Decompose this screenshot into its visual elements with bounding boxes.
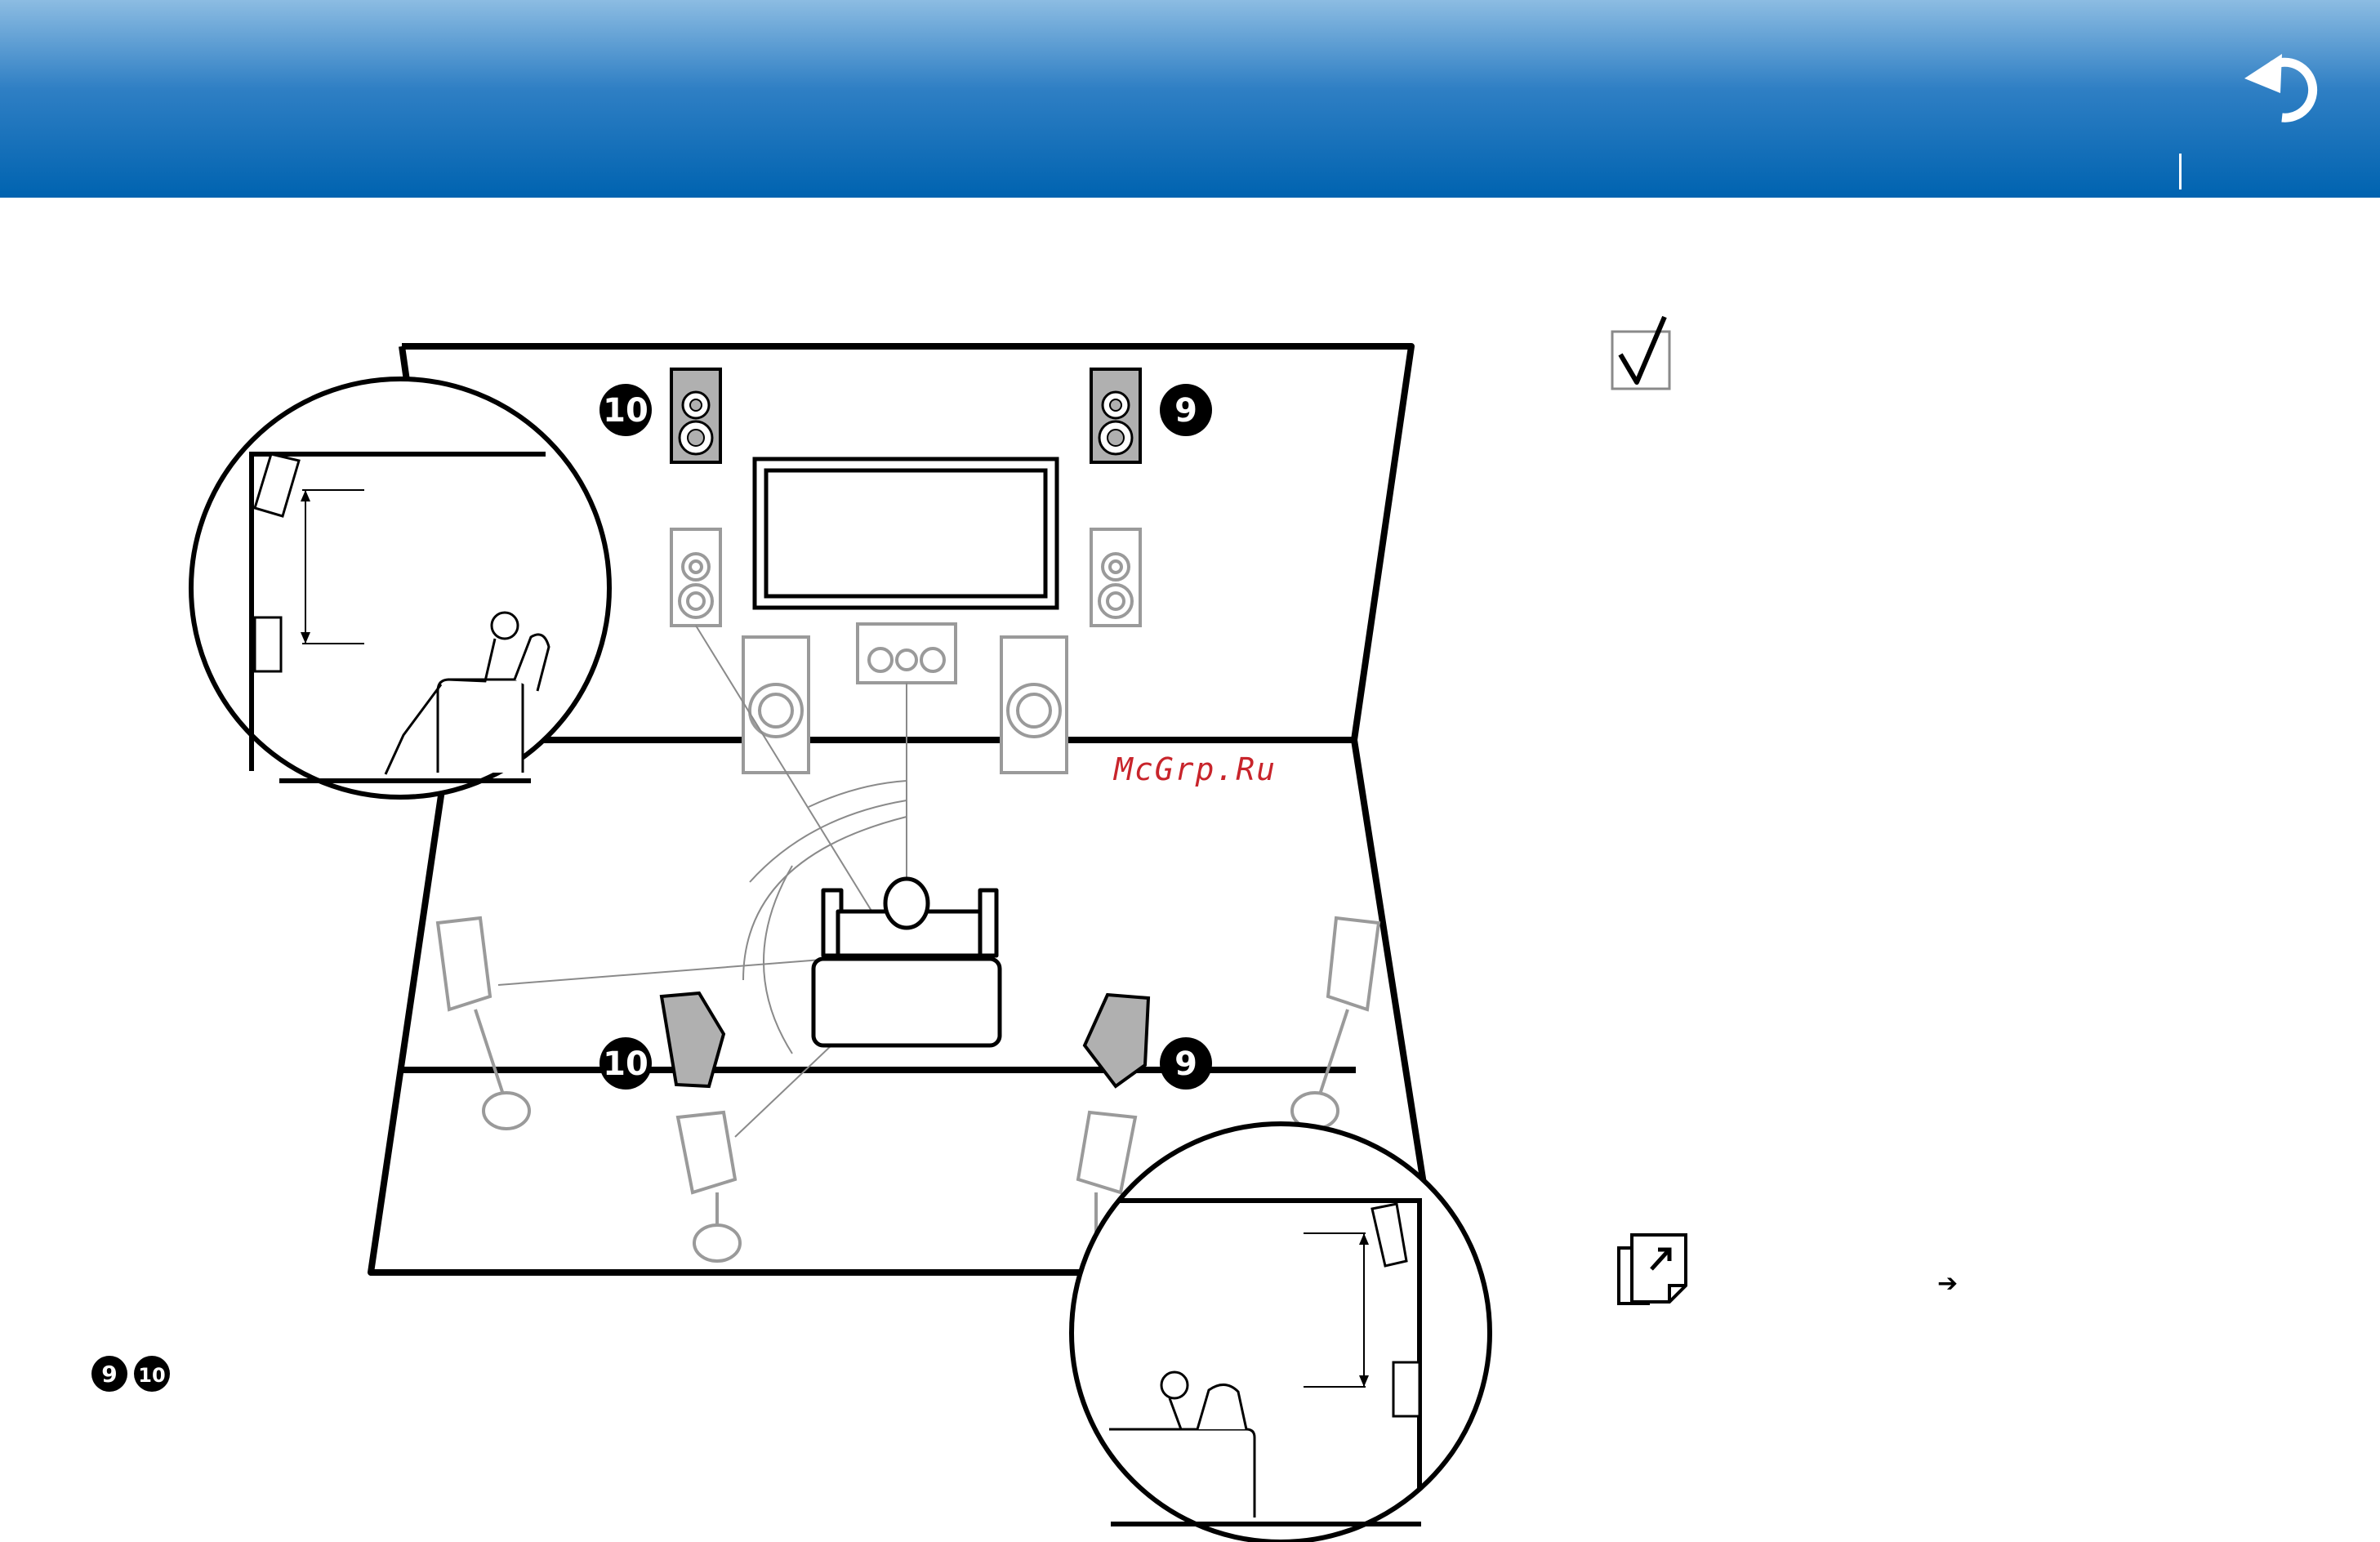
- return-arrow-icon: [2240, 42, 2329, 132]
- badge-label: 10: [603, 392, 648, 430]
- speaker-number-badges: 9 10: [90, 1354, 180, 1395]
- front-speaker-right: [1091, 529, 1140, 626]
- badge-front-left: 10: [599, 384, 652, 436]
- badge-label: 10: [603, 1045, 648, 1083]
- front-height-speaker-left: [671, 369, 720, 462]
- subwoofer-right: [1001, 637, 1067, 773]
- front-height-speaker-right: [1091, 369, 1140, 462]
- badge-nine: 9: [101, 1361, 117, 1388]
- center-speaker: [858, 624, 956, 683]
- badge-surround-left: 10: [599, 1037, 652, 1090]
- back-speaker-left: [678, 1112, 740, 1261]
- zoom-side-view-bottom: [1072, 1124, 1490, 1542]
- reference-note-icon: [1616, 1232, 1691, 1307]
- back-button[interactable]: [2240, 42, 2329, 132]
- checkbox-check-icon: [1609, 310, 1674, 392]
- zoom-side-view-top: [191, 379, 609, 797]
- speaker-layout-diagram: 10 9: [172, 327, 1511, 1542]
- front-speaker-left: [671, 529, 720, 626]
- header-bar: [0, 0, 2380, 198]
- side-speaker-left: [438, 918, 529, 1129]
- side-speaker-right: [1292, 918, 1379, 1129]
- header-divider: [2179, 154, 2182, 189]
- listener-chair: [813, 879, 1000, 1045]
- right-arrow-icon: ➔: [1937, 1269, 1958, 1298]
- badge-front-right: 9: [1160, 384, 1212, 436]
- subwoofer-left: [743, 637, 809, 773]
- badge-label: 9: [1174, 392, 1197, 430]
- badge-surround-right: 9: [1160, 1037, 1212, 1090]
- badge-ten: 10: [138, 1364, 165, 1387]
- badge-label: 9: [1174, 1045, 1197, 1083]
- tv-screen: [755, 459, 1057, 608]
- watermark-text: McGrp.Ru: [1114, 751, 1277, 787]
